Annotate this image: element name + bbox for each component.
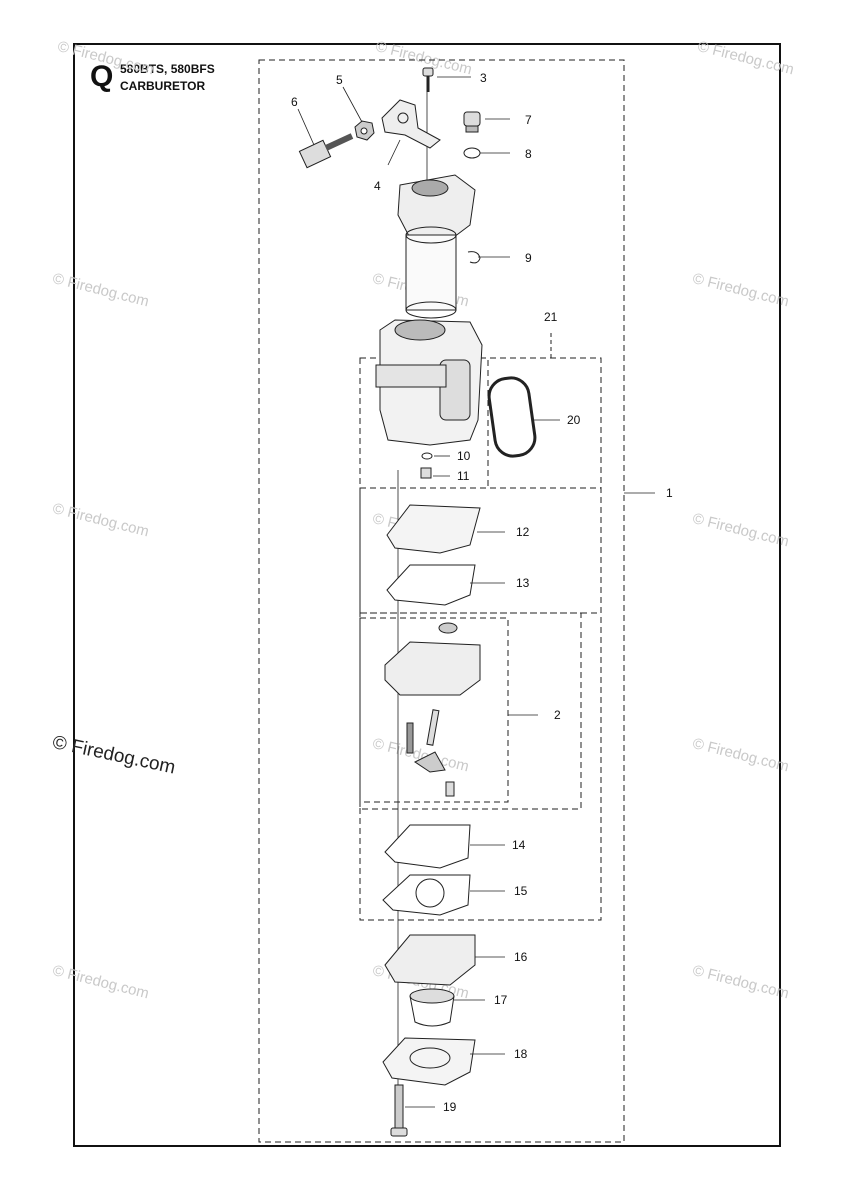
callout-3: 3	[480, 71, 487, 85]
part-4-bracket	[381, 99, 441, 149]
part-14-gasket	[384, 824, 471, 869]
assembly-box-1	[258, 59, 625, 1143]
part-8-washer	[463, 147, 481, 159]
callout-7: 7	[525, 113, 532, 127]
part-18-plate	[382, 1037, 476, 1086]
part-16-cover	[384, 934, 476, 986]
part-3-screw	[422, 67, 434, 92]
callout-5: 5	[336, 73, 343, 87]
part-6-screw	[298, 133, 354, 169]
part-15-diaphragm	[382, 874, 471, 916]
callout-10: 10	[457, 449, 471, 463]
callout-1: 1	[666, 486, 673, 500]
callout-13: 13	[516, 576, 530, 590]
part-5-nut	[354, 120, 375, 141]
callout-16: 16	[514, 950, 528, 964]
callout-15: 15	[514, 884, 528, 898]
gasket-box	[359, 487, 602, 614]
callout-18: 18	[514, 1047, 528, 1061]
part-12-plate	[386, 504, 481, 554]
part-11-plug	[420, 467, 432, 479]
callout-4: 4	[374, 179, 381, 193]
callout-20: 20	[567, 413, 581, 427]
part-19-screw	[390, 1084, 408, 1137]
throttle-body-upper	[397, 174, 476, 319]
part-10-o-ring	[421, 452, 433, 460]
callout-21: 21	[544, 310, 558, 324]
section-letter: Q	[90, 60, 114, 93]
callout-19: 19	[443, 1100, 457, 1114]
inner-box-2	[359, 617, 509, 803]
callout-9: 9	[525, 251, 532, 265]
callout-12: 12	[516, 525, 530, 539]
callout-2: 2	[554, 708, 561, 722]
part-17-cup	[409, 988, 455, 1027]
model-numbers: 580BTS, 580BFS	[120, 62, 215, 76]
part-2-assembly	[384, 622, 481, 797]
callout-11: 11	[457, 469, 470, 483]
page-frame	[73, 43, 781, 1147]
callout-17: 17	[494, 993, 508, 1007]
diagram-title: CARBURETOR	[120, 79, 206, 93]
callout-6: 6	[291, 95, 298, 109]
part-20-gasket	[487, 376, 537, 458]
part-7-cap	[463, 111, 481, 133]
part-9-clip	[467, 251, 481, 264]
callout-8: 8	[525, 147, 532, 161]
part-13-gasket	[386, 564, 476, 606]
callout-14: 14	[512, 838, 526, 852]
carburetor-body	[375, 319, 483, 446]
assembly-box-2	[359, 612, 582, 810]
assembly-box-21	[359, 357, 602, 921]
